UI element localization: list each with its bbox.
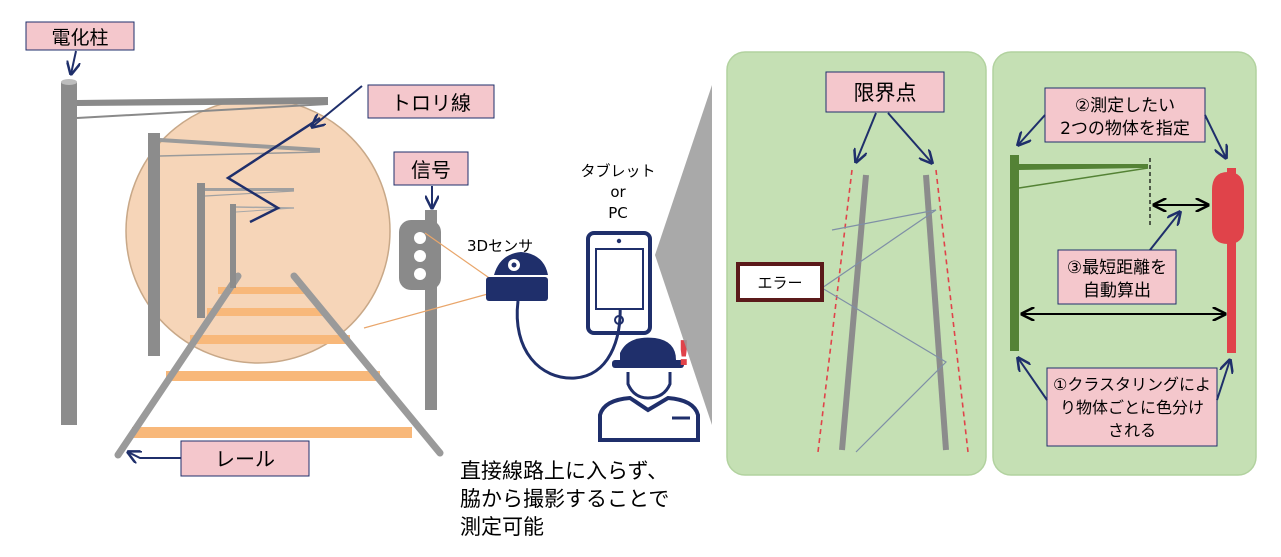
note-line3: 測定可能: [460, 515, 544, 539]
green-pole-object: [1010, 155, 1149, 351]
cluster-arrow-right: [1216, 360, 1230, 401]
error-label: エラー: [757, 274, 802, 292]
specify-label-line2: 2つの物体を指定: [1060, 119, 1190, 139]
specify-arrow-left: [1018, 114, 1046, 145]
rail-label-box: [180, 440, 310, 477]
tablet-device: [586, 231, 652, 335]
limit-arrow-right: [887, 112, 932, 163]
limit-arrow-left: [856, 112, 877, 162]
zoom-expansion-shape: [655, 85, 712, 425]
worker-figure: [598, 337, 700, 442]
rails: [114, 272, 444, 459]
sensor-view-lines: [363, 232, 496, 329]
trolley-wire: [225, 116, 321, 224]
error-box: [736, 262, 824, 302]
signal-label-box: [393, 151, 469, 186]
tablet-label-line3: PC: [608, 204, 628, 222]
trolley-arrow: [312, 85, 363, 127]
rail-label: レール: [215, 447, 275, 471]
pole-label: 電化柱: [51, 27, 108, 49]
tablet-label-line1: タブレット: [580, 162, 655, 180]
cable: [515, 300, 622, 380]
cluster-label-line1: ①クラスタリングによ: [1053, 375, 1211, 394]
overhead-beams: [76, 97, 329, 213]
sleepers: [132, 287, 412, 438]
cluster-label-line3: される: [1108, 421, 1156, 440]
specify-arrow-right: [1204, 114, 1226, 158]
distance-label-line2: 自動算出: [1083, 281, 1151, 301]
signal-label: 信号: [411, 158, 451, 182]
sensor-label: 3Dセンサ: [467, 237, 533, 255]
trolley-label-box: [367, 84, 495, 119]
red-signal-object: [1212, 168, 1244, 353]
pole-arrow: [71, 50, 76, 74]
cluster-label-line2: り物体ごとに色分け: [1060, 398, 1204, 417]
distance-label-box: [1057, 249, 1177, 305]
rail-arrow: [128, 452, 181, 458]
distance-label-line1: ③最短距離を: [1067, 258, 1167, 278]
note-line1: 直接線路上に入らず、: [460, 459, 668, 483]
distance-label-arrow: [1149, 212, 1180, 251]
specify-label-box: [1044, 87, 1206, 143]
trolley-label: トロリ線: [391, 91, 471, 115]
electric-poles: [61, 79, 236, 425]
tablet-label-line2: or: [610, 183, 626, 201]
note-line2: 脇から撮影することで: [460, 487, 669, 511]
specify-label-line1: ②測定したい: [1075, 96, 1175, 116]
cluster-arrow-left: [1018, 358, 1048, 401]
pole-label-box: [25, 21, 135, 51]
limit-label: 限界点: [854, 81, 917, 105]
3d-sensor: [486, 252, 548, 301]
limit-label-box: [825, 71, 945, 113]
limit-rails: [839, 174, 949, 451]
cluster-label-box: [1046, 367, 1218, 447]
limit-dashed-lines: [817, 169, 969, 453]
